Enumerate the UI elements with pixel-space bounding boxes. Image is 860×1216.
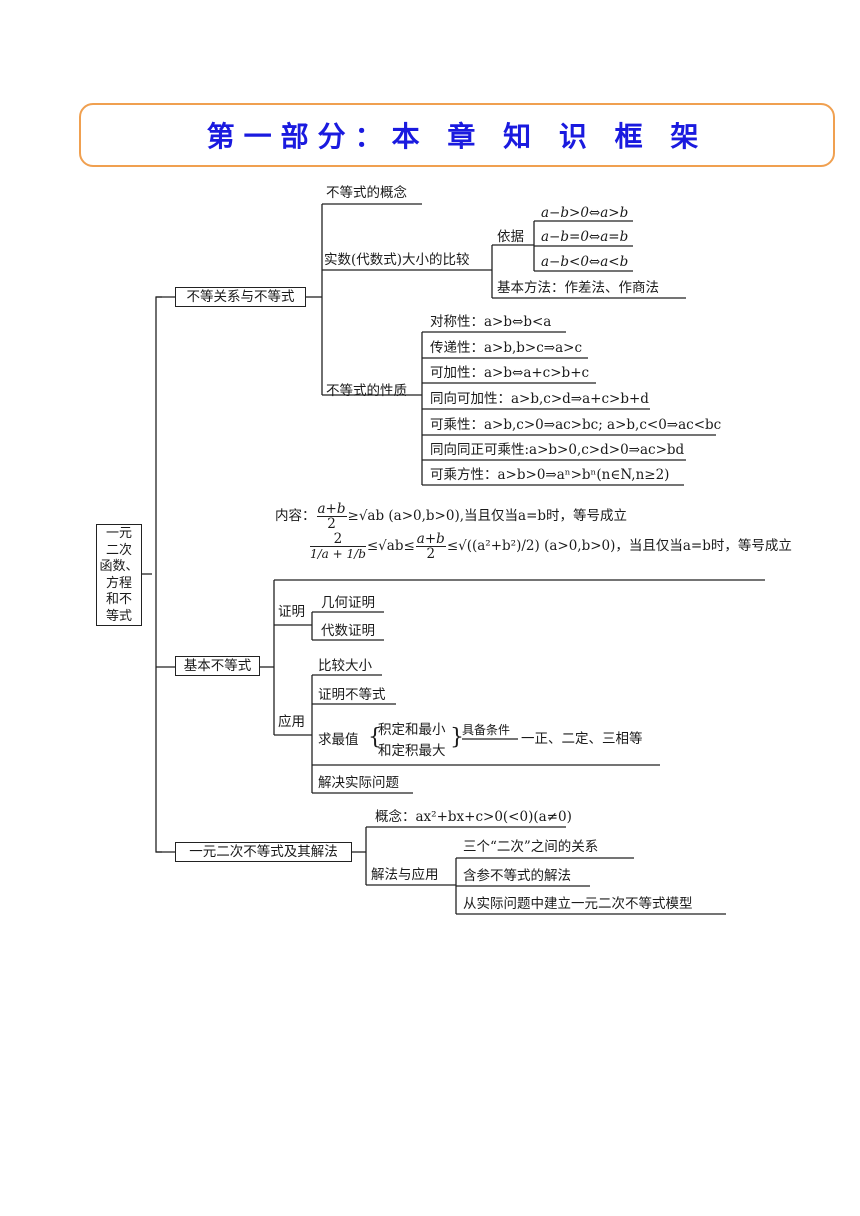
- comparison-basis: 依据: [497, 229, 524, 245]
- root-node: 一元 二次 函数、 方程 和不 等式: [96, 524, 142, 626]
- harmonic-num: 2: [310, 532, 366, 547]
- extreme-left-brace: {: [368, 725, 382, 750]
- condition-label: 具备条件: [462, 723, 511, 737]
- branch-quadratic-inequality: 一元二次不等式及其解法: [175, 842, 352, 862]
- property-multiplicativity: 可乘性：a>b,c>0⇒ac>bc; a>b,c<0⇒ac<bc: [430, 417, 722, 433]
- quadratic-concept: 概念：ax²+bx+c>0(<0)(a≠0): [375, 809, 572, 825]
- chain-middle: ≤√ab≤: [366, 538, 415, 554]
- chain-rest: (a>0,b>0)，当且仅当a=b时，等号成立: [544, 538, 792, 554]
- property-additivity: 可加性：a>b⇔a+c>b+c: [430, 365, 590, 381]
- arithmetic-num: a+b: [415, 531, 446, 547]
- property-positive-multiply: 同向同正可乘性:a>b>0,c>d>0⇒ac>bd: [430, 442, 685, 458]
- content-prefix: 内容：: [275, 508, 316, 524]
- harmonic-den: 1/a + 1/b: [310, 547, 366, 561]
- property-power: 可乘方性：a>b>0⇒aⁿ>bⁿ(n∈N,n≥2): [430, 467, 670, 483]
- content-fraction-num: a+b: [316, 501, 347, 517]
- solution-application: 解法与应用: [371, 867, 439, 883]
- extreme-right-brace: }: [450, 725, 464, 750]
- content-rest: ≥√ab (a>0,b>0),当且仅当a=b时，等号成立: [347, 508, 628, 524]
- three-quadratics-relation: 三个“二次”之间的关系: [463, 839, 599, 855]
- compare-size: 比较大小: [318, 658, 372, 674]
- size-comparison: 实数(代数式)大小的比较: [324, 252, 470, 268]
- algebraic-proof: 代数证明: [321, 623, 375, 639]
- fixed-product-min-sum: 积定和最小: [378, 722, 446, 738]
- inequality-properties: 不等式的性质: [326, 383, 407, 399]
- inequality-concept: 不等式的概念: [326, 185, 407, 201]
- chain-le: ≤: [446, 538, 459, 554]
- branch-inequality-relations: 不等关系与不等式: [175, 287, 306, 307]
- content-fraction-den: 2: [327, 516, 336, 532]
- page-title: 第一部分：本 章 知 识 框 架: [206, 120, 708, 153]
- basis-item-3: a−b<0⇔a<b: [541, 254, 629, 270]
- application-label: 应用: [278, 714, 305, 730]
- practical-problems: 解决实际问题: [318, 775, 399, 791]
- quadratic-mean: √((a²+b²)/2): [458, 538, 540, 554]
- property-transitivity: 传递性：a>b,b>c⇒a>c: [430, 340, 583, 356]
- branch-basic-inequality: 基本不等式: [175, 656, 260, 676]
- parametric-inequality: 含参不等式的解法: [463, 868, 571, 884]
- property-same-direction-add: 同向可加性：a>b,c>d⇒a+c>b+d: [430, 391, 649, 407]
- arithmetic-den: 2: [426, 546, 436, 562]
- basis-item-1: a−b>0⇔a>b: [541, 205, 629, 221]
- property-symmetry: 对称性：a>b⇔b<a: [430, 314, 552, 330]
- basis-item-2: a−b=0⇔a=b: [541, 229, 629, 245]
- fixed-sum-max-product: 和定积最大: [378, 743, 446, 759]
- real-world-model: 从实际问题中建立一元二次不等式模型: [463, 896, 693, 912]
- prove-inequality: 证明不等式: [318, 687, 386, 703]
- title-box: 第一部分：本 章 知 识 框 架: [79, 103, 835, 167]
- condition-value: 一正、二定、三相等: [521, 731, 643, 747]
- proof-label: 证明: [278, 604, 305, 620]
- find-extreme: 求最值: [318, 732, 359, 748]
- basic-method: 基本方法：作差法、作商法: [497, 280, 659, 296]
- geometric-proof: 几何证明: [321, 595, 375, 611]
